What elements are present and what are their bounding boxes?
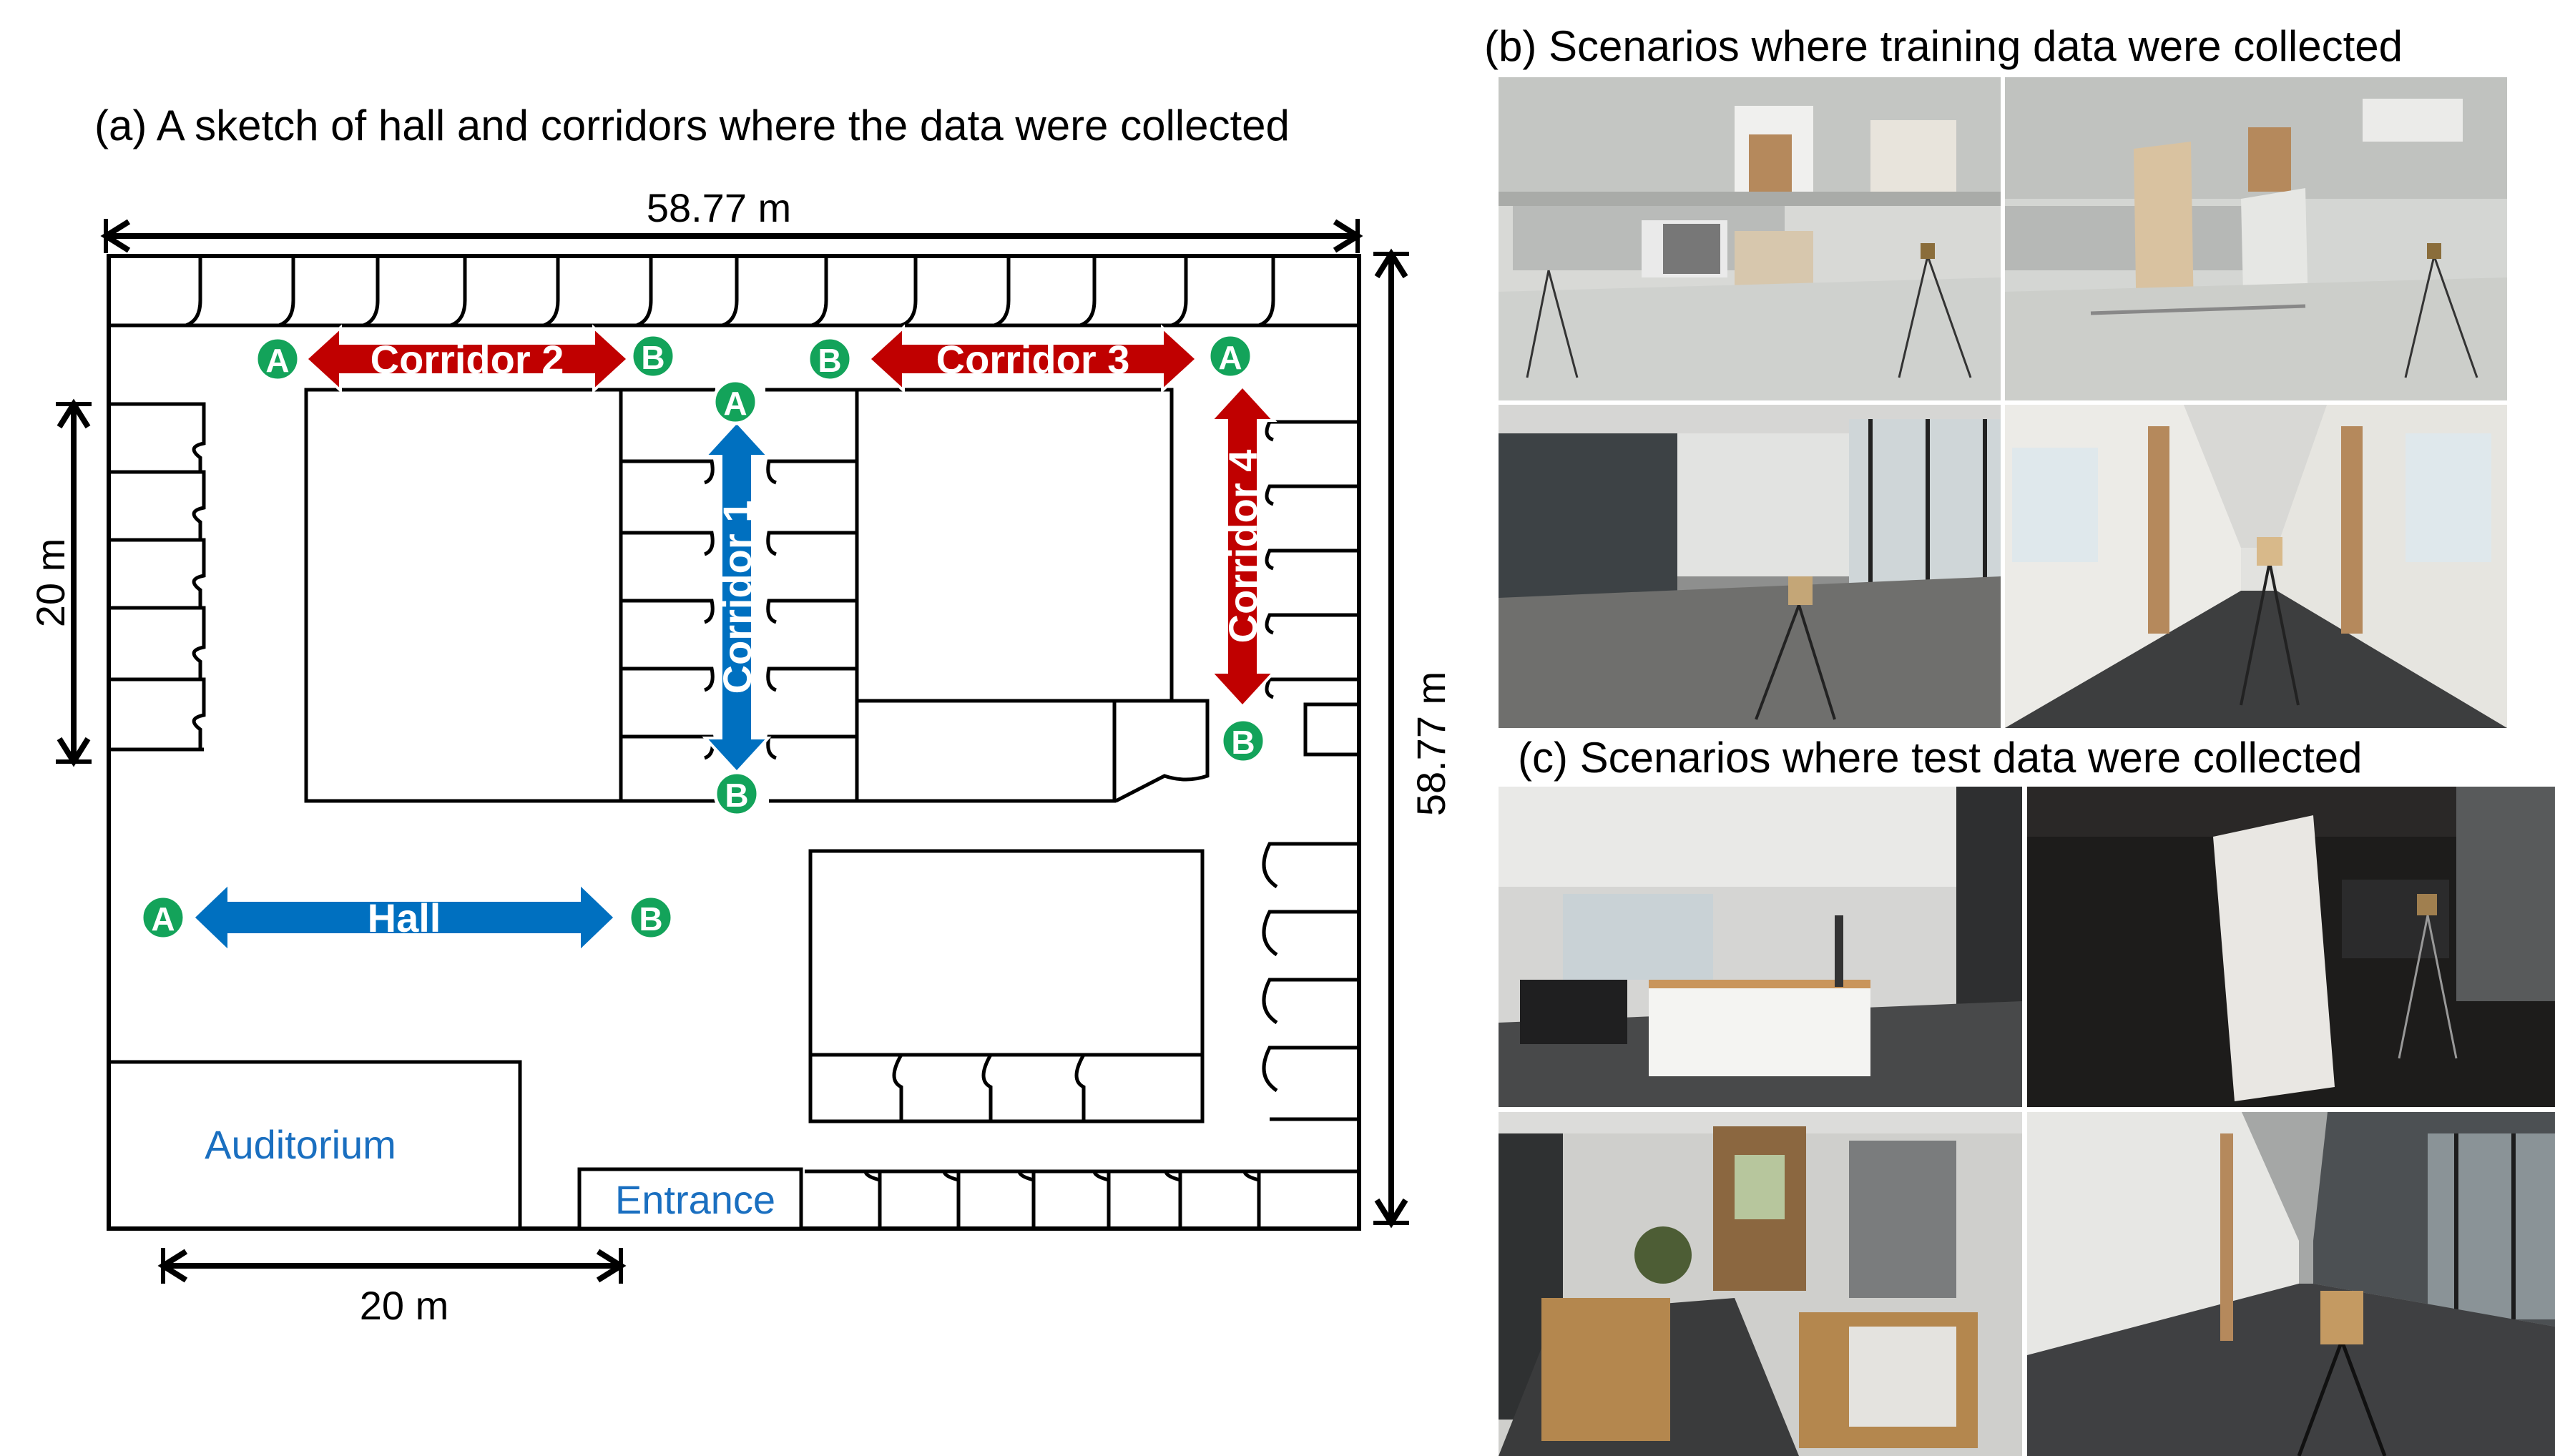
corridor-3-label: Corridor 3 (936, 337, 1130, 382)
svg-text:B: B (641, 339, 665, 376)
svg-text:B: B (639, 900, 662, 938)
title-a: (a) A sketch of hall and corridors where… (94, 102, 1290, 149)
entrance-label: Entrance (615, 1177, 775, 1222)
corridor-3-point-a: A (1207, 333, 1254, 380)
corridor-2-point-a: A (254, 335, 301, 383)
right-dimension-label: 58.77 m (1408, 672, 1453, 816)
entrance-room: Entrance (577, 1167, 803, 1231)
bottom-dimension: 20 m (157, 1248, 627, 1328)
right-rooms-lower (1262, 842, 1359, 1121)
corridor-2-point-b: B (629, 333, 677, 380)
bottom-dimension-label: 20 m (360, 1283, 449, 1328)
svg-text:B: B (725, 777, 748, 814)
auditorium-label: Auditorium (205, 1122, 396, 1167)
corridor-4-point-b: B (1220, 717, 1267, 764)
photo-training-lab-room (1499, 77, 2001, 400)
central-rooms (304, 388, 1210, 803)
lower-central-room (808, 849, 1205, 1123)
top-dimension-label: 58.77 m (647, 185, 791, 230)
bottom-rooms (805, 1169, 1359, 1229)
left-rooms (109, 402, 206, 752)
auditorium-room: Auditorium (107, 1060, 522, 1231)
left-dimension: 20 m (28, 398, 92, 767)
corridor-4-arrow: Corridor 4 (1207, 384, 1278, 709)
hall-point-a: A (139, 894, 187, 941)
svg-text:A: A (723, 385, 747, 422)
photo-training-hall (1499, 405, 2001, 728)
photo-training-corridor (2005, 405, 2507, 728)
photo-test-lounge (1499, 787, 2022, 1107)
corridor-3-arrow: Corridor 3 (867, 324, 1199, 394)
corridor-2-label: Corridor 2 (371, 337, 564, 382)
floor-plan-sketch: (a) A sketch of hall and corridors where… (28, 102, 1453, 1328)
corridor-1-point-b: B (713, 770, 760, 817)
top-rooms (109, 256, 1359, 328)
title-c: (c) Scenarios where test data were colle… (1518, 734, 2363, 782)
svg-text:A: A (151, 900, 175, 938)
corridor-1-point-a: A (712, 378, 759, 426)
svg-text:A: A (1218, 339, 1242, 376)
hall-point-b: B (627, 894, 675, 941)
right-rooms-upper (1265, 420, 1361, 757)
photo-test-reception (1499, 1112, 2022, 1456)
top-dimension: 58.77 m (100, 185, 1363, 253)
svg-text:B: B (818, 342, 841, 379)
corridor-1-arrow: Corridor 1 (702, 420, 772, 774)
corridor-4-label: Corridor 4 (1220, 450, 1265, 644)
photo-training-lab-panels (2005, 77, 2507, 400)
building-outline (107, 254, 1361, 1231)
corridor-2-arrow: Corridor 2 (304, 324, 630, 394)
svg-text:A: A (265, 342, 289, 379)
svg-text:B: B (1231, 724, 1255, 761)
photo-test-glass-corridor (2027, 1112, 2555, 1456)
hall-label: Hall (368, 895, 441, 940)
photo-test-dark-room (2027, 787, 2555, 1107)
left-dimension-label: 20 m (28, 538, 73, 628)
hall-arrow: Hall (191, 880, 617, 955)
corridor-1-label: Corridor 1 (715, 501, 760, 694)
point-markers: A B B A A B B A (139, 333, 1267, 941)
right-dimension: 58.77 m (1373, 248, 1453, 1229)
title-b: (b) Scenarios where training data were c… (1484, 22, 2403, 70)
corridor-3-point-b: B (806, 335, 853, 383)
